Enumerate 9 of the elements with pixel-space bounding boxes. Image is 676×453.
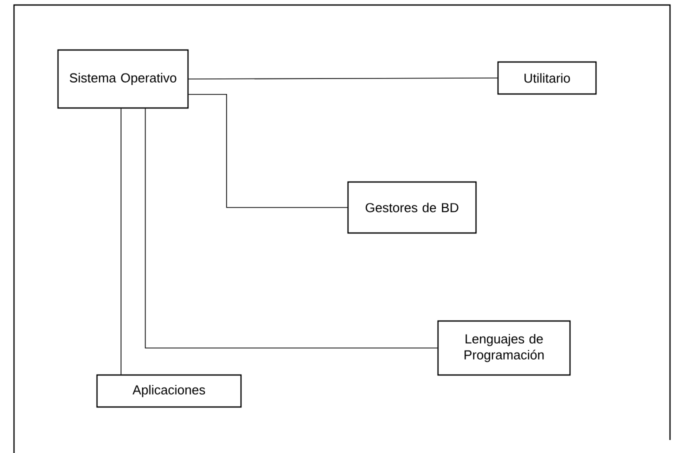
box: Utilitario — [497, 61, 597, 95]
box: Aplicaciones — [96, 374, 242, 408]
connector-line — [188, 94, 348, 208]
box: Sistema Operativo — [57, 49, 189, 109]
box: Gestores de BD — [347, 181, 477, 234]
box: Lenguajes de Programación — [437, 320, 571, 376]
connector-line — [144, 108, 438, 348]
connector-line — [120, 108, 122, 375]
connector-line — [188, 78, 498, 80]
